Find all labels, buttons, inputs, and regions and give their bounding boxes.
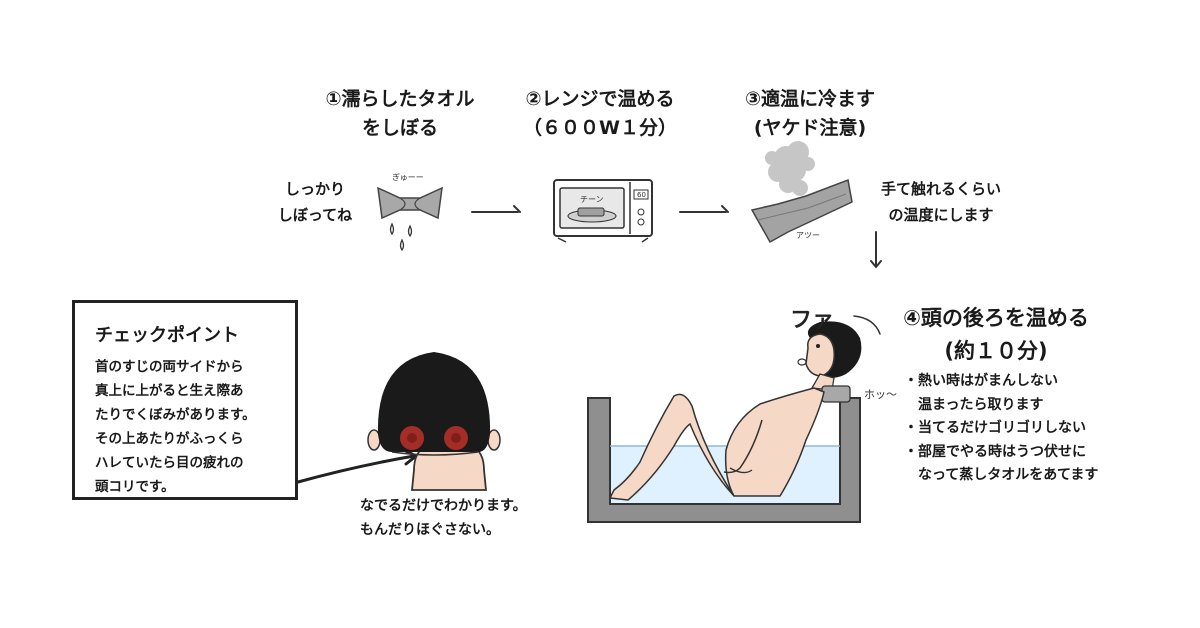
head-back-illustration [296,352,501,491]
checkpoint-line: 頭コリです。 [95,479,175,495]
step3-title-line2: (ヤケド注意) [753,117,867,139]
bath-title: ④頭の後ろを温める (約１０分) [890,302,1102,368]
step3-note-line1: 手て触れるくらい [880,180,1001,198]
step2-title-line2: （６００W１分） [523,117,677,139]
step1-note: しっかり しぼってね [270,176,360,228]
bath-tip: なって蒸しタオルをあてます [904,467,1099,483]
step1-title-line1: ①濡らしたタオル [325,88,475,110]
bath-sfx-hoka: ホッ〜 [864,388,897,401]
checkpoint-line: ハレていたら目の疲れの [95,455,244,471]
bath-tip: 温まったら取ります [904,396,1044,413]
checkpoint-caption-line1: なでるだけでわかります。 [360,498,527,514]
bath-title-line1: ④頭の後ろを温める [903,306,1089,330]
step2-title: ②レンジで温める （６００W１分） [500,85,700,143]
step1-note-line1: しっかり [284,180,345,198]
checkpoint-caption-line2: もんだりほぐさない。 [360,522,500,538]
bath-tips: ・熱い時はがまんしない 温まったら取ります ・当てるだけゴリゴリしない ・部屋で… [904,370,1098,488]
bathtub-illustration [587,321,862,523]
step1-title-line2: をしぼる [361,117,438,139]
arrow-down-icon [870,231,882,269]
bath-tip: ・熱い時はがまんしない [904,373,1058,389]
checkpoint-box: チェックポイント 首のすじの両サイドから 真上に上がると生え際あ たりでくぼみが… [72,300,298,500]
checkpoint-caption: なでるだけでわかります。 もんだりほぐさない。 [360,494,527,542]
microwave-icon [553,179,653,243]
steaming-towel-icon [750,141,853,244]
bath-sfx-fa: ファ [790,308,835,333]
step2-title-line1: ②レンジで温める [525,88,675,110]
bath-tip: ・部屋でやる時はうつ伏せに [904,443,1086,460]
step3-note: 手て触れるくらい の温度にします [866,176,1016,228]
step2-sfx: チーン [580,195,604,204]
arrow-right-icon [679,205,729,213]
step3-title: ③適温に冷ます (ヤケド注意) [710,85,910,143]
checkpoint-line: 真上に上がると生え際あ [95,383,244,399]
step1-sfx: ぎゅーー [392,173,424,182]
bath-tip: ・当てるだけゴリゴリしない [904,420,1086,436]
step3-title-line1: ③適温に冷ます [744,88,876,110]
step3-note-line2: の温度にします [888,206,994,224]
checkpoint-line: 首のすじの両サイドから [95,359,244,375]
arrow-right-icon [471,205,521,213]
checkpoint-line: たりでくぼみがあります。 [95,407,256,423]
step1-title: ①濡らしたタオル をしぼる [300,85,500,143]
step1-note-line2: しぼってね [277,206,353,224]
motion-lines-icon [853,315,881,335]
microwave-display: 60 [637,191,646,199]
checkpoint-line: その上あたりがふっくら [95,431,244,447]
step3-sfx: アツー [796,231,820,240]
bath-title-line2: (約１０分) [944,339,1048,363]
checkpoint-title: チェックポイント [95,325,239,346]
wrung-towel-icon [377,186,443,252]
